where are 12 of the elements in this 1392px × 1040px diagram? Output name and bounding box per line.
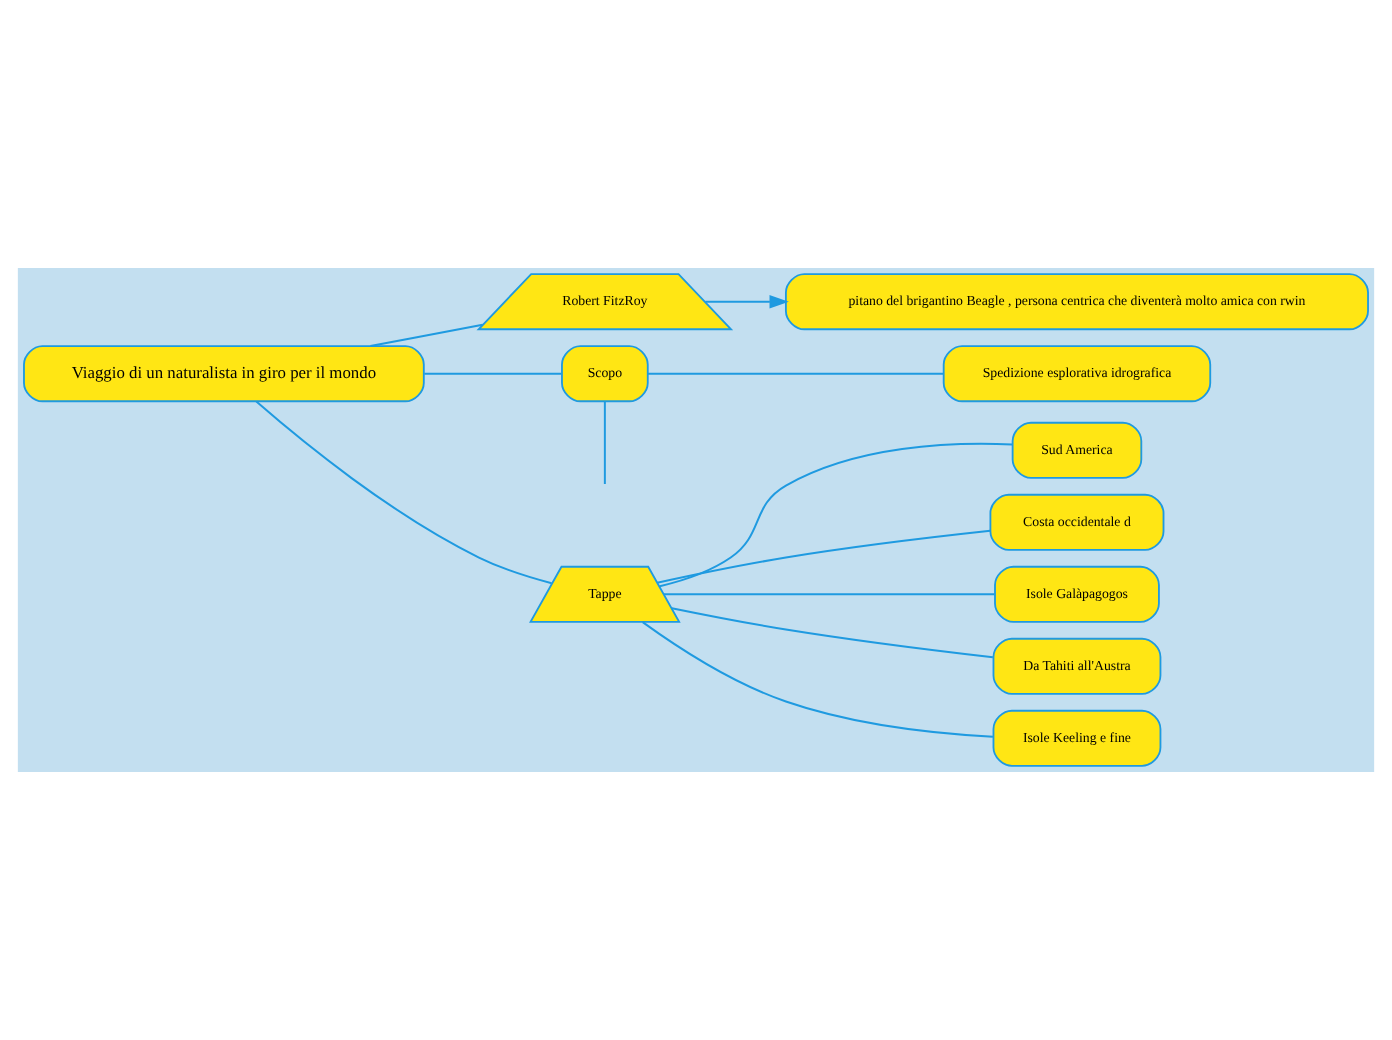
connector xyxy=(670,607,994,659)
connector xyxy=(255,400,553,585)
node-box: Viaggio di un naturalista in giro per il mondo xyxy=(23,345,425,403)
connector xyxy=(641,621,994,738)
connector xyxy=(662,593,996,596)
connector xyxy=(647,372,945,375)
connector xyxy=(369,323,484,348)
connector xyxy=(423,372,563,375)
connector xyxy=(656,529,992,584)
connector xyxy=(658,442,1014,588)
connector xyxy=(603,400,606,485)
arrow xyxy=(704,294,789,309)
